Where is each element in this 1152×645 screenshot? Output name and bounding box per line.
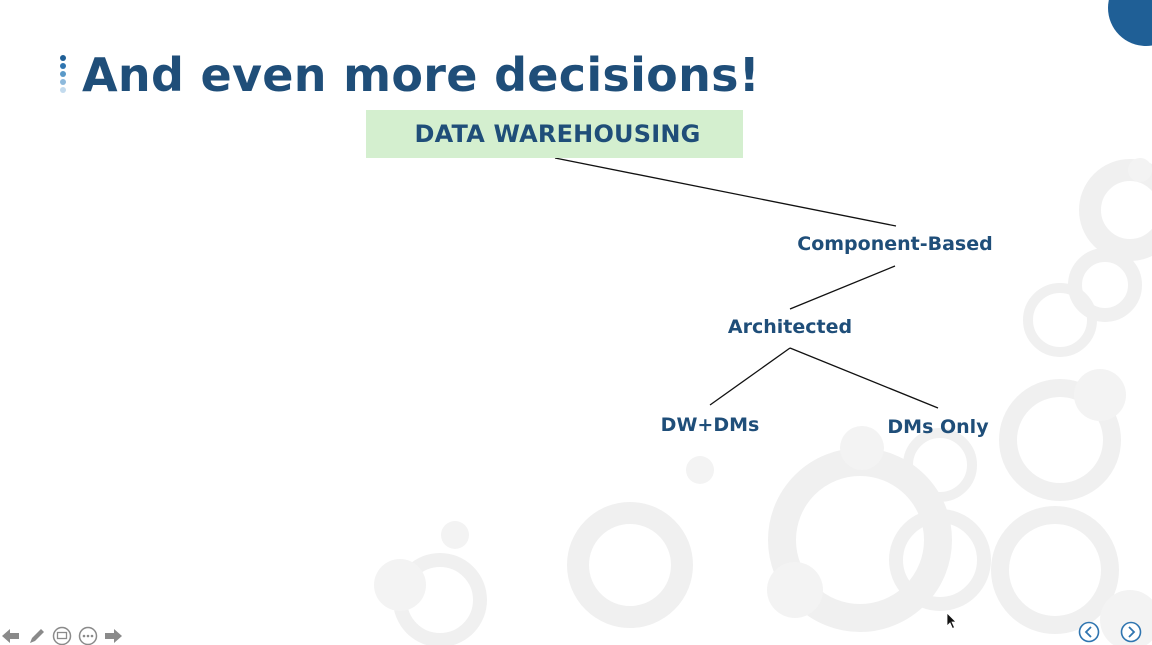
node-component-based: Component-Based xyxy=(797,233,993,255)
pen-icon[interactable] xyxy=(27,626,47,645)
slide-title: And even more decisions! xyxy=(82,48,761,102)
previous-slide-icon[interactable] xyxy=(1078,621,1100,643)
more-icon[interactable] xyxy=(78,626,98,645)
node-dw-dms: DW+DMs xyxy=(660,414,760,436)
mouse-cursor-icon xyxy=(946,612,957,630)
node-architected: Architected xyxy=(727,316,853,338)
root-node: DATA WAREHOUSING xyxy=(366,110,743,158)
presenter-toolbar xyxy=(0,624,130,645)
slides-icon[interactable] xyxy=(52,626,72,645)
arrow-right-icon[interactable] xyxy=(104,626,124,645)
next-slide-icon[interactable] xyxy=(1120,621,1142,643)
arrow-left-icon[interactable] xyxy=(0,626,20,645)
title-bullet-dots xyxy=(58,55,68,97)
node-dms-only: DMs Only xyxy=(887,416,989,438)
root-node-label: DATA WAREHOUSING xyxy=(414,120,701,148)
